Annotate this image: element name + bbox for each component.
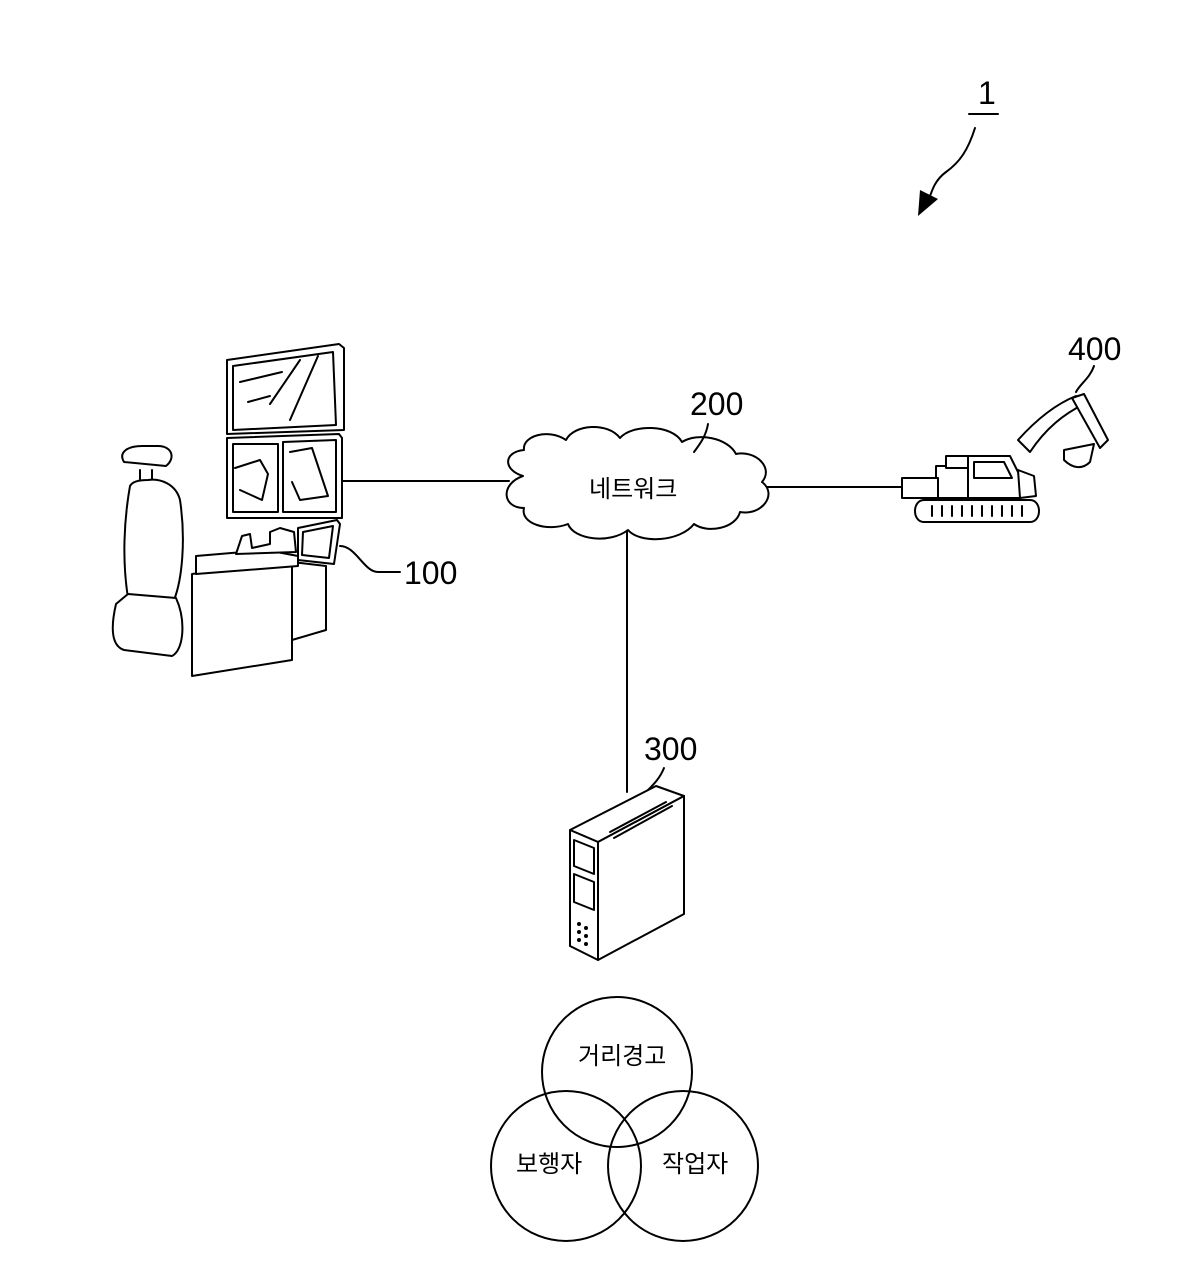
system-reference: 1	[918, 75, 998, 216]
venn-label-distance-warning: 거리경고	[578, 1042, 666, 1070]
server: 300	[570, 731, 697, 960]
venn-diagram: 거리경고 보행자 작업자	[491, 997, 758, 1241]
station-ref-label: 100	[404, 555, 457, 591]
system-ref-label: 1	[978, 75, 996, 111]
network-cloud: 네트워크 200	[507, 386, 769, 539]
middle-monitor	[227, 434, 342, 518]
excavator-bucket	[1064, 444, 1094, 467]
network-ref-label: 200	[690, 386, 743, 422]
server-button	[584, 934, 588, 938]
excavator-ref-label: 400	[1068, 331, 1121, 367]
excavator-counterweight	[902, 478, 938, 498]
seat-headrest	[122, 446, 171, 466]
excavator-ref-leader	[1076, 366, 1094, 392]
operator-station: 100	[113, 344, 458, 676]
system-arrow-shaft	[928, 128, 975, 202]
console-side	[292, 562, 326, 640]
excavator-arm	[1072, 394, 1108, 448]
excavator-boom	[1018, 396, 1084, 452]
server-button	[577, 938, 581, 942]
excavator-tracks	[915, 500, 1039, 522]
venn-label-pedestrian: 보행자	[516, 1150, 582, 1178]
seat-backrest	[124, 480, 183, 600]
excavator-engine	[936, 466, 968, 498]
station-ref-leader	[340, 546, 400, 572]
console-front	[192, 562, 292, 676]
joystick-controls	[236, 528, 296, 554]
server-button	[577, 930, 581, 934]
server-button	[584, 926, 588, 930]
system-arrow-head	[918, 190, 938, 216]
venn-label-worker: 작업자	[662, 1150, 728, 1178]
excavator-hood	[946, 456, 968, 468]
excavator-boom-base	[1018, 470, 1036, 498]
venn-circle-distance-warning	[542, 997, 692, 1147]
seat-cushion	[113, 594, 183, 656]
top-monitor	[227, 344, 344, 434]
server-button	[577, 922, 581, 926]
network-label: 네트워크	[589, 475, 677, 503]
excavator: 400	[902, 331, 1121, 522]
server-button	[584, 942, 588, 946]
server-ref-label: 300	[644, 731, 697, 767]
